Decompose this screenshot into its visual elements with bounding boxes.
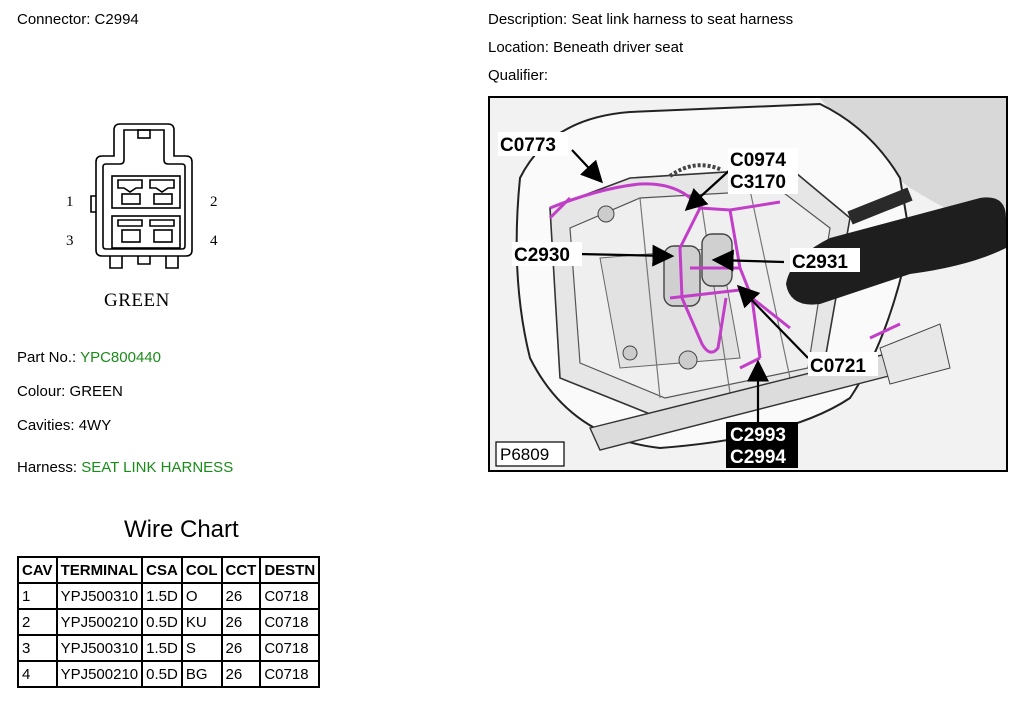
table-cell: YPJ500310 [55,582,144,610]
table-row: 4 YPJ500210 0.5D BG 26 C0718 [17,660,321,688]
column-header: COL [180,556,223,584]
table-cell: KU [180,608,223,636]
harness-label: Harness: [17,459,78,476]
pin-label-2: 2 [210,194,218,210]
column-header: TERMINAL [55,556,144,584]
table-cell: O [180,582,223,610]
colour-label: Colour: [17,383,66,400]
description-line: Description: Seat link harness to seat h… [488,11,793,28]
callout-c3170: C3170 [730,172,786,193]
column-header: CAV [17,556,58,584]
colour-value: GREEN [69,383,123,400]
table-cell: C0718 [259,660,321,688]
seat-frame-illustration: C0773 C0974 C3170 C2930 C2931 C0721 C299… [490,98,1006,470]
connector-value: C2994 [94,11,139,28]
callout-c2931: C2931 [792,252,848,273]
qualifier-line: Qualifier: [488,67,548,84]
connector-colour-caption: GREEN [104,290,170,311]
callout-c0721: C0721 [810,356,866,377]
callout-c0974: C0974 [730,150,786,171]
table-cell: 26 [220,634,262,662]
part-no-label: Part No.: [17,349,77,366]
cavities-value: 4WY [78,417,112,434]
cavities-label: Cavities: [17,417,75,434]
connector-id-line: Connector: C2994 [17,11,139,28]
pin-label-3: 3 [66,233,74,249]
description-label: Description: [488,11,568,28]
table-cell: 1 [17,582,58,610]
location-label: Location: [488,39,549,56]
wire-chart-table: CAV TERMINAL CSA COL CCT DESTN 1 YPJ5003… [17,556,321,688]
table-cell: C0718 [259,608,321,636]
table-cell: 1.5D [141,582,183,610]
table-cell: 1.5D [141,634,183,662]
table-cell: BG [180,660,223,688]
table-cell: YPJ500210 [55,608,144,636]
table-header-row: CAV TERMINAL CSA COL CCT DESTN [17,556,321,584]
pin-label-1: 1 [66,194,74,210]
harness-link[interactable]: SEAT LINK HARNESS [81,459,234,476]
callout-c2930: C2930 [514,245,570,266]
table-cell: YPJ500310 [55,634,144,662]
table-cell: YPJ500210 [55,660,144,688]
table-row: 2 YPJ500210 0.5D KU 26 C0718 [17,608,321,636]
table-cell: 0.5D [141,660,183,688]
part-no-link[interactable]: YPC800440 [80,349,161,366]
column-header: CSA [141,556,183,584]
connector-face-diagram: 1 2 3 4 GREEN [66,123,218,311]
location-photo: C0773 C0974 C3170 C2930 C2931 C0721 C299… [488,96,1008,472]
description-value: Seat link harness to seat harness [571,11,794,28]
table-cell: 4 [17,660,58,688]
harness-line: Harness: SEAT LINK HARNESS [17,459,233,476]
table-cell: 26 [220,582,262,610]
qualifier-label: Qualifier: [488,67,549,84]
location-line: Location: Beneath driver seat [488,39,683,56]
wire-chart-title: Wire Chart [124,516,239,543]
callout-c0773: C0773 [500,135,556,156]
table-cell: S [180,634,223,662]
colour-line: Colour: GREEN [17,383,123,400]
connector-label: Connector: [17,11,91,28]
table-cell: 26 [220,660,262,688]
column-header: CCT [220,556,262,584]
table-cell: 2 [17,608,58,636]
location-value: Beneath driver seat [553,39,684,56]
callout-c2994: C2994 [730,447,786,468]
callout-c2993: C2993 [730,425,786,446]
table-cell: 26 [220,608,262,636]
pin-label-4: 4 [210,233,218,249]
figure-id: P6809 [500,445,549,464]
table-row: 1 YPJ500310 1.5D O 26 C0718 [17,582,321,610]
table-cell: C0718 [259,582,321,610]
part-no-line: Part No.: YPC800440 [17,349,161,366]
table-cell: C0718 [259,634,321,662]
table-cell: 3 [17,634,58,662]
cavities-line: Cavities: 4WY [17,417,111,434]
table-cell: 0.5D [141,608,183,636]
table-row: 3 YPJ500310 1.5D S 26 C0718 [17,634,321,662]
column-header: DESTN [259,556,321,584]
